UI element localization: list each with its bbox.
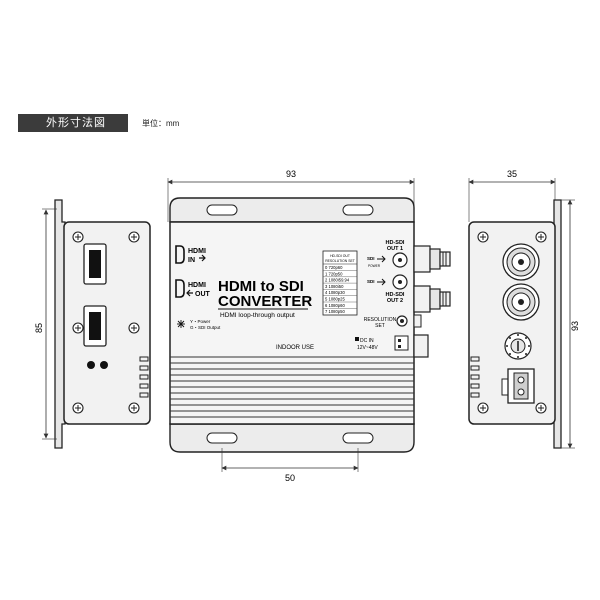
dc-in-label: DC IN <box>360 338 374 344</box>
res-table-row: 4 1080p30 <box>325 290 345 295</box>
bnc-connector-2 <box>413 285 451 313</box>
dimension-front-spacing: 50 <box>285 473 295 483</box>
arrow-right-icon <box>199 254 206 262</box>
res-table-row: 6 1080p60 <box>325 303 345 308</box>
res-table-row: 0 720p60 <box>325 265 343 270</box>
dc-in-voltage: 12V~48V <box>357 345 378 351</box>
device-subtitle: HDMI loop-through output <box>220 312 295 319</box>
res-table-row: 1 720p50 <box>325 271 343 276</box>
bnc-face-1 <box>502 243 540 281</box>
dc-plug <box>413 334 429 358</box>
dimension-right-height: 93 <box>570 321 580 331</box>
hdmi-in-label: HDMI <box>188 248 206 255</box>
sdi-tag: SDI <box>367 279 375 284</box>
unit-label: 単位：mm <box>142 119 180 128</box>
led-2 <box>100 361 108 369</box>
res-table-header2: RESOLUTION SET <box>325 259 355 263</box>
dimension-right-depth: 35 <box>507 169 517 179</box>
sdi-out2-label-b: OUT 2 <box>387 298 403 304</box>
device-title-line2: CONVERTER <box>218 293 312 310</box>
dc-terminal-icon <box>501 368 535 404</box>
hdmi-out-icon <box>175 279 185 298</box>
led-sdi-label: G・SDI Output <box>190 325 221 330</box>
resolution-set-label-b: SET <box>375 323 385 329</box>
res-table-row: 3 1080i50 <box>325 284 344 289</box>
resolution-set-label-a: RESOLUTION <box>364 317 397 323</box>
right-side-view: 35 <box>468 169 580 449</box>
dimension-left-height: 85 <box>34 323 44 333</box>
device-title-line1: HDMI to SDI <box>218 278 304 295</box>
hdmi-out-label: HDMI <box>188 282 206 289</box>
led-1 <box>87 361 95 369</box>
dial-knob <box>413 314 422 328</box>
hdmi-in-icon <box>175 245 185 264</box>
res-table-row: 2 1080i59.94 <box>325 278 350 283</box>
dimension-front-width: 93 <box>286 169 296 179</box>
front-view: 93 HDMI IN HDMI <box>167 169 451 483</box>
bnc-face-2 <box>502 283 540 321</box>
res-table-header1: HD-SDI OUT <box>330 254 350 258</box>
hdmi-in-sub: IN <box>188 257 195 264</box>
led-power-label: Y・Power <box>190 319 211 324</box>
sdi-out2-label-a: HD-SDI <box>386 292 405 298</box>
sdi-power-sub: POWER <box>368 264 381 268</box>
dc-jack-icon <box>394 335 409 351</box>
res-table-row: 5 1080p25 <box>325 297 345 302</box>
left-side-view: 85 <box>34 199 151 449</box>
indoor-use-label: INDOOR USE <box>276 345 314 351</box>
rotary-switch-icon <box>504 332 532 360</box>
res-table-row: 7 1080p50 <box>325 309 345 314</box>
section-title: 外形寸法図 <box>46 117 106 129</box>
sdi-power-tag: SDI <box>367 256 375 261</box>
section-header-bar: 外形寸法図 <box>18 114 128 132</box>
front-body <box>169 221 415 425</box>
bnc-connector-1 <box>413 245 451 273</box>
hdmi-out-sub: OUT <box>195 291 211 298</box>
arrow-left-icon <box>186 289 193 297</box>
led-star-icon <box>177 320 185 328</box>
sdi-out1-label-b: OUT 1 <box>387 246 403 252</box>
sdi-out1-label-a: HD-SDI <box>386 240 405 246</box>
